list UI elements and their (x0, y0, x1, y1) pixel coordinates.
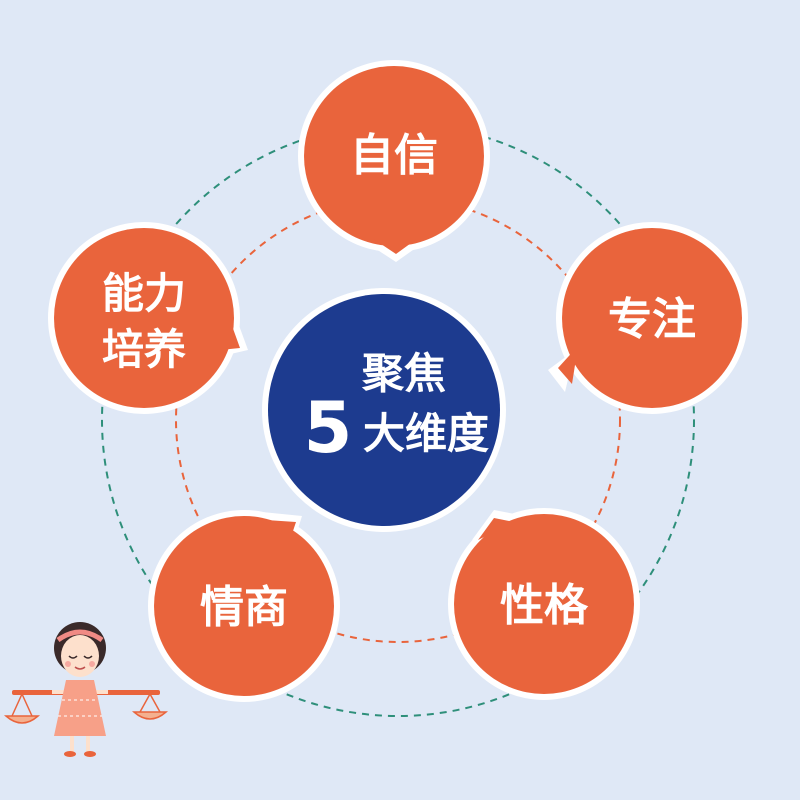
node-personality: 性格 (448, 508, 640, 700)
node-focus-label: 专注 (608, 294, 696, 345)
node-ability: 能力 培养 (48, 222, 248, 414)
center-title-line1: 聚焦 (361, 349, 446, 398)
node-personality-label: 性格 (500, 580, 589, 631)
node-confidence-label: 自信 (350, 130, 438, 181)
node-ability-label-line2: 培养 (102, 325, 186, 374)
center-circle: 聚焦 5 大维度 (262, 288, 506, 532)
node-eq-label: 情商 (200, 582, 288, 633)
center-number: 5 (304, 387, 353, 469)
center-title-line2: 大维度 (363, 409, 489, 458)
node-eq: 情商 (148, 510, 340, 702)
node-focus: 专注 (548, 222, 748, 414)
girl-with-scale-illustration (4, 622, 168, 757)
node-confidence: 自信 (298, 60, 490, 262)
node-ability-label-line1: 能力 (102, 269, 186, 318)
